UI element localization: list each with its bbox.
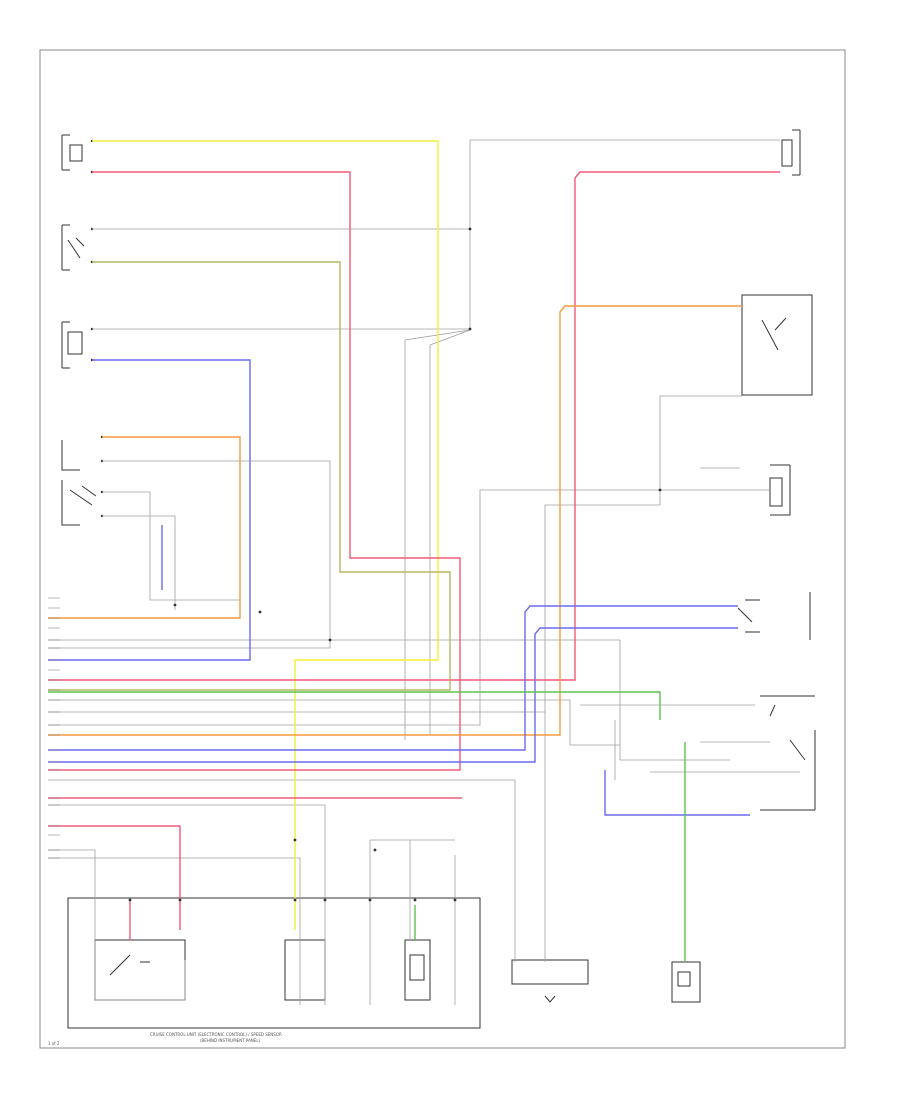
- wire-orange-left: [48, 436, 241, 619]
- left-sensor-1: [61, 134, 94, 174]
- wire-blue-right-1: [48, 605, 738, 751]
- right-pressure-switch: [741, 294, 813, 396]
- right-sensor-top: [781, 129, 801, 176]
- right-clutch-switch: [760, 695, 816, 811]
- left-sensor-2: [61, 224, 94, 271]
- module-sub-label: (BEHIND INSTRUMENT PANEL): [200, 1038, 261, 1043]
- wire-red-top-right: [48, 171, 780, 681]
- ground-block: [511, 959, 589, 1003]
- wire-green: [48, 691, 661, 720]
- module-label: CRUISE CONTROL UNIT (ELECTRONIC CONTROL)…: [150, 1032, 282, 1037]
- wire-blue-lower: [604, 770, 750, 816]
- gray-wires: [48, 139, 800, 1005]
- wire-yellow: [92, 140, 439, 930]
- wire-blue-left: [48, 359, 251, 661]
- left-sensor-3: [61, 321, 94, 369]
- diagram-frame: [39, 49, 846, 1049]
- bundle-terminals: [48, 597, 60, 859]
- right-switch-2: [769, 464, 791, 516]
- footer-left-code: 1 of 2: [48, 1041, 60, 1046]
- wire-orange-right: [48, 305, 742, 736]
- wire-red-main: [48, 171, 461, 771]
- wire-blue-right-2: [48, 627, 738, 763]
- left-relay-switch: [61, 435, 104, 526]
- speed-sensor: [671, 961, 701, 1003]
- connector-dots: [128, 227, 662, 902]
- wire-red-bottom: [48, 797, 462, 930]
- right-switch-3: [737, 592, 811, 640]
- wire-olive: [48, 261, 451, 691]
